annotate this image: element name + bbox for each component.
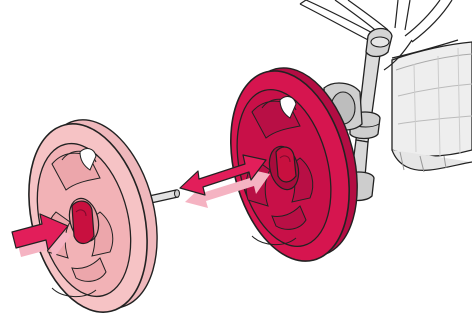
stroller-basket bbox=[384, 40, 472, 172]
detached-wheel bbox=[10, 107, 175, 322]
release-button bbox=[72, 201, 94, 243]
